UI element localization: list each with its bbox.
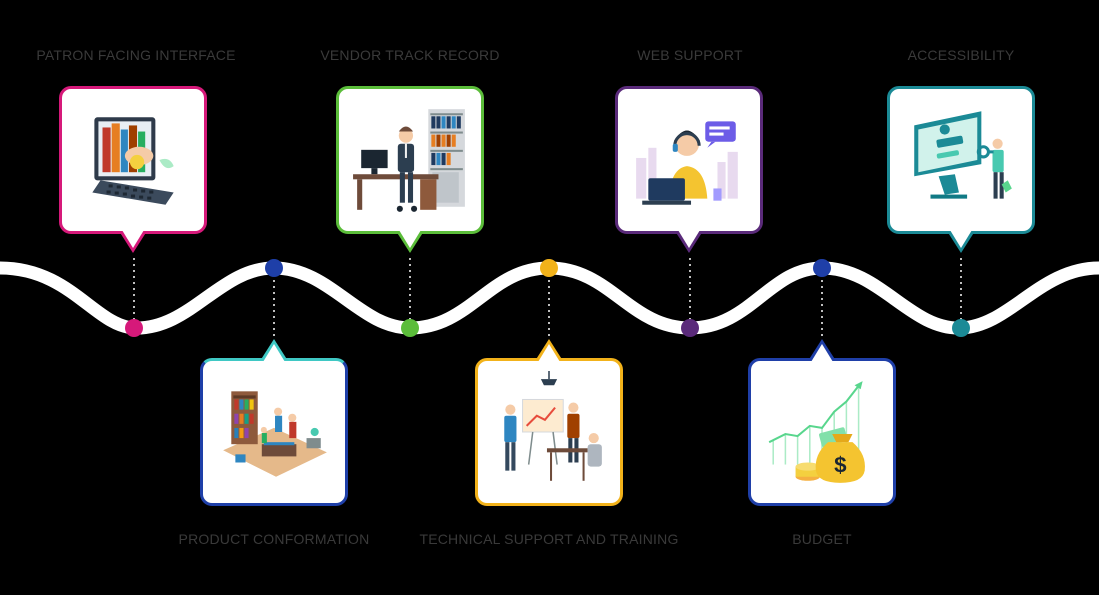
callout-accessibility <box>887 86 1035 253</box>
step-label-patron-facing-interface: PATRON FACING INTERFACE <box>36 47 236 63</box>
callout-product-conformation <box>200 339 348 506</box>
timeline-dot-7 <box>952 319 970 337</box>
callout-budget: $ <box>748 339 896 506</box>
callout-vendor-track-record <box>336 86 484 253</box>
callout-patron-facing-interface <box>59 86 207 253</box>
timeline-dot-1 <box>125 319 143 337</box>
step-label-web-support: WEB SUPPORT <box>637 47 743 63</box>
presentation-meeting-illustration <box>504 371 602 481</box>
step-label-product-conformation: PRODUCT CONFORMATION <box>178 531 370 547</box>
timeline-dot-3 <box>401 319 419 337</box>
svg-text:$: $ <box>834 453 847 478</box>
library-room-illustration <box>223 391 327 477</box>
timeline-dot-4 <box>540 259 558 277</box>
step-label-vendor-track-record: VENDOR TRACK RECORD <box>320 47 500 63</box>
headset-agent-illustration <box>636 121 738 205</box>
money-growth-illustration: $ <box>768 381 865 483</box>
callout-technical-support-and-training <box>475 339 623 506</box>
timeline-dot-2 <box>265 259 283 277</box>
office-desk-illustration <box>353 109 465 212</box>
laptop-books-illustration <box>92 117 174 205</box>
step-label-technical-support-and-training: TECHNICAL SUPPORT AND TRAINING <box>419 531 679 547</box>
step-label-accessibility: ACCESSIBILITY <box>907 47 1015 63</box>
timeline-dot-5 <box>681 319 699 337</box>
key-access-illustration <box>914 111 1012 199</box>
timeline-dot-6 <box>813 259 831 277</box>
callout-web-support <box>615 86 763 253</box>
step-label-budget: BUDGET <box>792 531 852 547</box>
